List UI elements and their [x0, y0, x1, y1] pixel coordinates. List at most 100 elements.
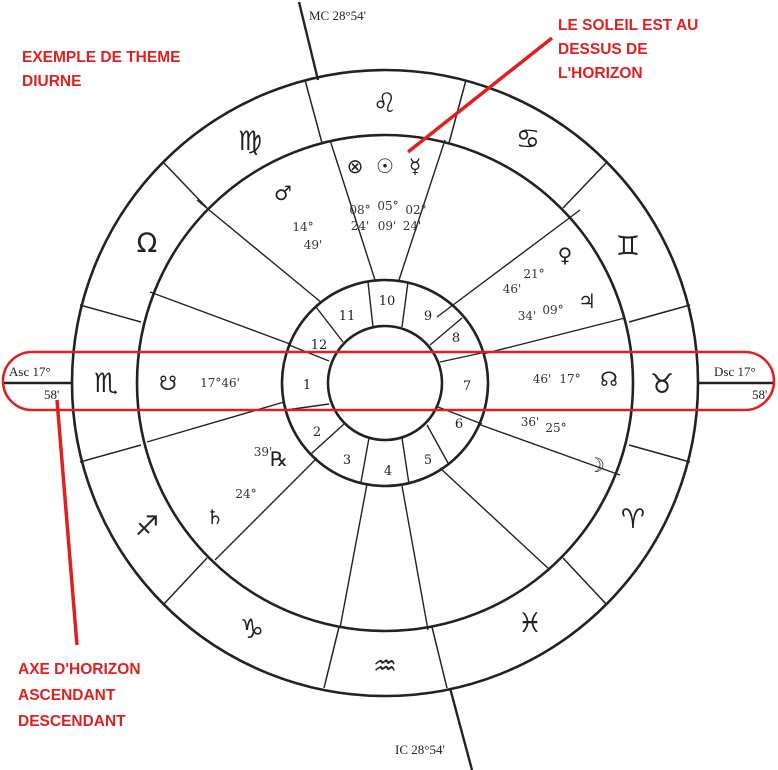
- asc-minutes: 58': [44, 387, 59, 402]
- sign-line: [628, 444, 691, 463]
- mercury-deg: 02°: [405, 203, 426, 217]
- house-4: 4: [384, 464, 392, 479]
- house-cusps: [146, 139, 626, 631]
- horizon-pointer-arrow: [55, 399, 79, 646]
- annotation-soleil-line3: L'HORIZON: [558, 65, 643, 82]
- divider: [426, 424, 449, 464]
- jupiter-deg: 09°: [542, 303, 563, 317]
- house-1: 1: [303, 378, 311, 393]
- cusp-line: [439, 467, 551, 571]
- cusp-line: [401, 485, 429, 631]
- cusp-line: [436, 209, 581, 318]
- sign-line: [562, 161, 608, 209]
- house-ring-outer: [280, 278, 490, 488]
- house-10: 10: [379, 294, 396, 309]
- mercury-min: 24': [403, 219, 422, 233]
- north-node-min: 46': [533, 372, 552, 386]
- sun-deg: 05°: [377, 199, 398, 213]
- capricorn-glyph: ♑: [240, 614, 264, 645]
- annotation-diurne-line2: DIURNE: [22, 73, 81, 90]
- venus-deg: 21°: [523, 267, 544, 281]
- north-node-deg: 17°: [559, 372, 580, 386]
- cusp-line: [196, 199, 323, 304]
- center-circle: [326, 324, 444, 442]
- fortune-glyph: ⊗: [347, 154, 364, 178]
- sign-line: [562, 557, 608, 606]
- mc-line: [297, 1, 320, 81]
- house-ring-dividers: [285, 281, 487, 485]
- sign-line: [162, 557, 208, 606]
- mc-label: MC 28°54': [309, 8, 366, 23]
- house-2: 2: [313, 425, 321, 440]
- divider: [401, 437, 410, 485]
- aries-glyph: ♈: [621, 504, 645, 535]
- annotation-axe-line2: ASCENDANT: [18, 687, 116, 704]
- saturn-min: 39': [254, 445, 273, 459]
- venus-glyph: ♀: [558, 243, 573, 267]
- divider: [439, 351, 487, 363]
- dsc-minutes: 58': [752, 387, 767, 402]
- divider: [360, 437, 370, 483]
- annotation-axe-line3: DESCENDANT: [18, 713, 126, 730]
- mercury-glyph: ☿: [409, 154, 421, 178]
- leo-glyph: ♌: [373, 88, 397, 119]
- sun-glyph: ☉: [376, 154, 394, 178]
- scorpio-glyph: ♏: [94, 368, 118, 399]
- mars-glyph: ♂: [274, 181, 292, 205]
- house-5: 5: [424, 453, 432, 468]
- cusp-line: [149, 291, 291, 345]
- saturn-glyph: ♄: [206, 505, 224, 529]
- moon-min: 36': [521, 415, 540, 429]
- sign-line: [304, 79, 323, 144]
- moon-deg: 25°: [545, 421, 566, 435]
- pisces-glyph: ♓: [518, 608, 542, 639]
- sign-line: [79, 444, 142, 463]
- sign-line: [323, 626, 340, 689]
- jupiter-min: 34': [518, 309, 537, 323]
- ic-line: [448, 687, 474, 770]
- fortune-min: 24': [351, 219, 370, 233]
- south-node-glyph: ☋: [159, 371, 177, 395]
- north-node-glyph: ☊: [600, 367, 618, 391]
- mars-min: 49': [304, 238, 323, 252]
- house-3: 3: [343, 453, 351, 468]
- cusp-line: [214, 457, 318, 561]
- venus-min: 46': [503, 282, 522, 296]
- fortune-deg: 08°: [349, 203, 370, 217]
- cusp-line: [398, 139, 446, 281]
- sign-line: [628, 304, 691, 323]
- saturn-deg: 24°: [235, 487, 256, 501]
- meridian-axis: [297, 1, 474, 770]
- cancer-glyph: ♋: [516, 124, 540, 155]
- sign-line: [431, 626, 448, 689]
- taurus-glyph: ♉: [650, 369, 674, 400]
- cusp-line: [339, 483, 368, 629]
- mars-deg: 14°: [292, 220, 313, 234]
- libra-glyph: Ω: [137, 228, 158, 259]
- virgo-glyph: ♍: [238, 126, 262, 157]
- divider: [401, 281, 409, 328]
- house-9: 9: [424, 309, 432, 324]
- sign-line: [79, 304, 142, 323]
- cusp-line: [329, 139, 376, 281]
- zodiac-inner-circle: [135, 133, 635, 633]
- house-7: 7: [463, 379, 471, 394]
- house-11: 11: [339, 309, 356, 324]
- retrograde-icon: ℞: [270, 447, 288, 471]
- cusp-line: [477, 423, 621, 476]
- annotation-soleil-line1: LE SOLEIL EST AU: [558, 17, 698, 34]
- dsc-label: Dsc 17°: [714, 364, 756, 379]
- horizon-highlight-ellipse: [1, 350, 776, 412]
- divider: [315, 306, 344, 343]
- divider: [367, 281, 374, 328]
- sun-pointer-arrow: [406, 36, 554, 154]
- annotation-soleil-line2: DESSUS DE: [558, 41, 648, 58]
- sign-boundaries: [79, 79, 691, 689]
- gemini-glyph: ♊: [616, 231, 640, 262]
- aquarius-glyph: ♒: [373, 651, 397, 682]
- ic-label: IC 28°54': [395, 742, 445, 757]
- moon-glyph: ☽: [587, 453, 605, 477]
- annotation-diurne-line1: EXEMPLE DE THEME: [22, 49, 180, 66]
- cusp-line: [146, 401, 285, 443]
